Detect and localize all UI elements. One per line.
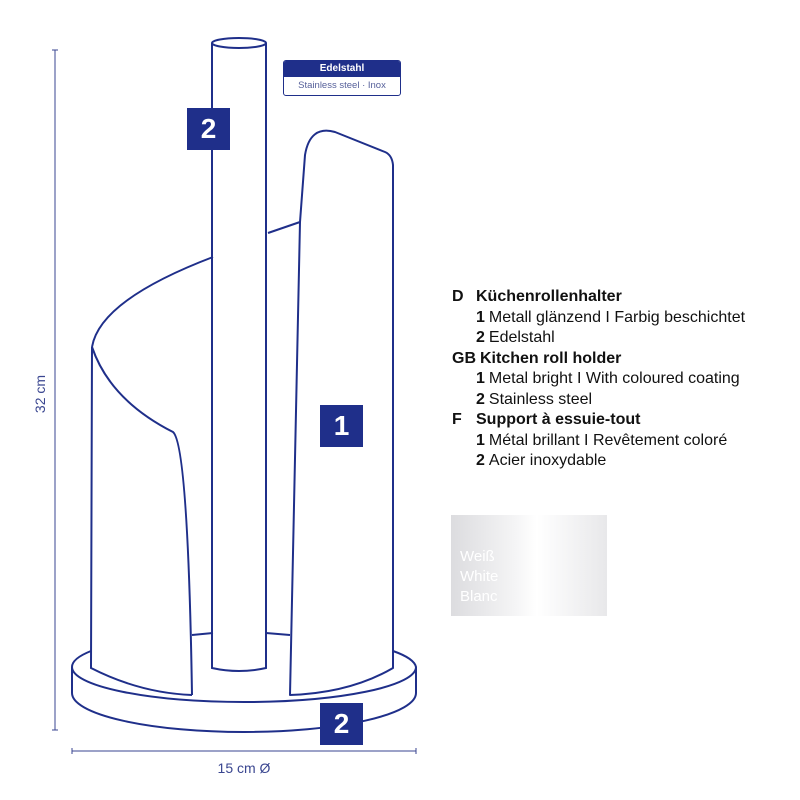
legend-title: Küchenrollenhalter [476, 288, 622, 305]
legend-item-text: Metal bright I With coloured coating [488, 370, 740, 387]
legend-item-text: Edelstahl [488, 329, 555, 346]
diameter-dimension-line [71, 748, 417, 754]
height-dimension-label: 32 cm [32, 374, 48, 414]
legend-code: D [452, 288, 464, 305]
swatch-label-fr: Blanc [460, 588, 498, 605]
cylinder-part-badge: 1 [320, 405, 363, 447]
material-tag: Edelstahl Stainless steel · Inox [283, 60, 401, 96]
base-part-badge: 2 [320, 703, 363, 745]
legend-code: GB [452, 349, 476, 367]
legend-item-num: 2 [476, 329, 485, 346]
material-tag-subtitle: Stainless steel · Inox [298, 80, 386, 91]
legend-item-num: 2 [476, 390, 485, 408]
height-dimension-line [52, 49, 58, 731]
legend-item-num: 1 [476, 308, 485, 326]
color-swatch-white: Weiß White Blanc [451, 515, 607, 616]
pole-part-badge: 2 [187, 108, 230, 150]
material-tag-title: Edelstahl [284, 61, 400, 77]
legend-item-text: Stainless steel [488, 390, 593, 408]
legend-title: Kitchen roll holder [480, 349, 622, 367]
legend-item-num: 2 [476, 452, 485, 469]
center-pole [211, 37, 267, 672]
diameter-dimension-label: 15 cm Ø [217, 760, 271, 776]
legend-item-num: 1 [476, 431, 485, 449]
legend-item-text: Acier inoxydable [488, 452, 607, 469]
swatch-label-en: White [460, 568, 499, 585]
base-plate [70, 650, 418, 733]
legend-item-num: 1 [476, 370, 485, 387]
cylinder-body [89, 129, 394, 696]
legend-code: F [452, 411, 462, 428]
legend-title: Support à essuie-tout [476, 411, 641, 428]
legend-item-text: Métal brillant I Revêtement coloré [488, 431, 728, 449]
swatch-label-de: Weiß [460, 548, 495, 565]
legend-item-text: Metall glänzend I Farbig beschichtet [488, 308, 746, 326]
